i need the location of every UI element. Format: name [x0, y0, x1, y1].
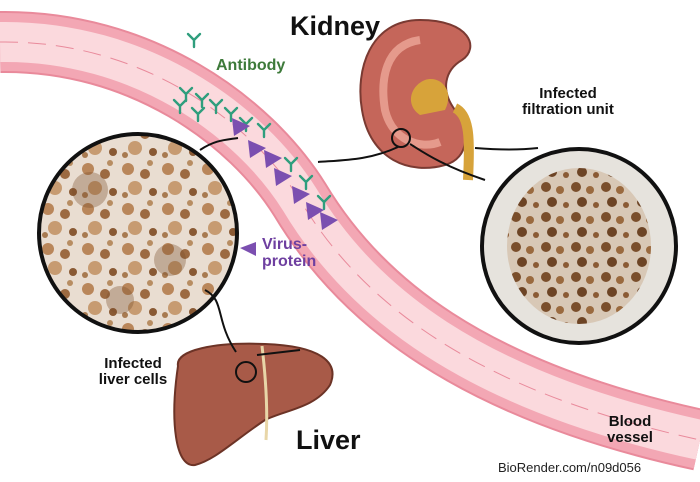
infected-liver-line-2: liver cells [98, 370, 168, 388]
virus-protein-icon [320, 212, 338, 230]
kidney-icon [359, 18, 474, 181]
liver-label: Liver [296, 425, 361, 455]
infected-liver-line-1: Infected [104, 355, 162, 372]
virus-protein-label: Virus- protein [262, 236, 317, 271]
virus-protein-icon [264, 150, 282, 168]
blood-vessel-line-1: Blood [608, 413, 652, 430]
virus-protein-icon [240, 242, 256, 256]
antibody-label: Antibody [216, 57, 286, 74]
virus-protein-icon [274, 168, 292, 186]
blood-vessel-line-2: vessel [607, 428, 653, 446]
virus-protein-icon [292, 186, 310, 204]
infected-filtration-line-1: Infected [539, 85, 597, 102]
infected-filtration-label: Infected filtration unit [508, 86, 628, 118]
credit-text: BioRender.com/n09d056 [498, 460, 642, 475]
antibody-icon [194, 92, 210, 109]
infected-filtration-line-2: filtration unit [522, 100, 614, 118]
antibody-icon [283, 156, 299, 173]
antibody-icon [223, 106, 239, 123]
antibody-icon [256, 122, 272, 139]
antibody-icon [316, 194, 332, 211]
filtration-pointer [474, 147, 539, 151]
antibody-icon [298, 174, 314, 191]
infected-liver-label: Infected liver cells [78, 356, 188, 388]
antibody-cluster [172, 32, 332, 211]
kidney-label: Kidney [290, 11, 381, 41]
blood-vessel [0, 10, 700, 471]
antibody-icon [172, 98, 188, 115]
liver-micrograph [37, 132, 239, 334]
virus-protein-icon [248, 140, 266, 158]
liver-icon [173, 342, 334, 467]
blood-vessel-label: Blood vessel [590, 414, 670, 446]
antibody-icon [190, 106, 206, 123]
virus-protein-cluster [232, 118, 338, 256]
antibody-icon [186, 32, 202, 49]
virus-protein-line-2: protein [262, 252, 317, 270]
kidney-micrograph [480, 147, 678, 345]
virus-protein-line-1: Virus- [262, 236, 308, 253]
zoom-connectors [199, 128, 486, 383]
virus-protein-icon [306, 202, 324, 220]
virus-protein-icon [232, 118, 250, 136]
antibody-icon [208, 98, 224, 115]
